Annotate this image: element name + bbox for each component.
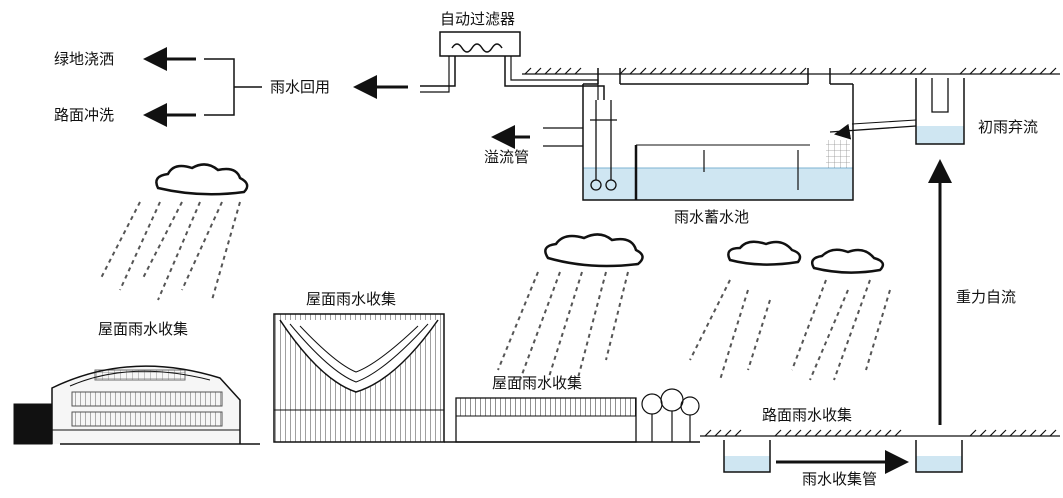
overflow-pipe: [491, 125, 583, 149]
discard-well: [829, 78, 965, 145]
upper-ground: [522, 67, 1060, 75]
building-center: [273, 313, 445, 443]
storage-tank-label: 雨水蓄水池: [674, 208, 750, 226]
green-irrigation-label: 绿地浇洒: [54, 50, 115, 68]
collect-well-right: [915, 440, 963, 473]
storage-tank: [582, 68, 854, 201]
rain-right: [689, 279, 891, 381]
branch-bracket: [143, 47, 262, 127]
roof-collect-right-label: 屋面雨水收集: [492, 374, 583, 392]
rain-reuse-label: 雨水回用: [270, 78, 331, 96]
building-right: [444, 388, 700, 443]
cloud-right-2: [811, 248, 885, 274]
initial-discard-label: 初雨弃流: [978, 118, 1039, 136]
road-washing-label: 路面冲洗: [54, 106, 115, 124]
roof-collect-left-label: 屋面雨水收集: [98, 320, 189, 338]
collect-pipe-label: 雨水收集管: [802, 470, 878, 488]
roof-collect-center-label: 屋面雨水收集: [306, 290, 397, 308]
collect-well-left: [723, 440, 771, 473]
rain-left: [99, 201, 241, 301]
road-collect-label: 路面雨水收集: [762, 406, 853, 424]
cloud-left: [155, 163, 249, 196]
overflow-pipe-label: 溢流管: [484, 148, 530, 166]
auto-filter-label: 自动过滤器: [440, 10, 516, 28]
lower-ground: [700, 429, 1060, 437]
cloud-center: [544, 233, 644, 268]
rain-center: [497, 271, 629, 381]
gravity-flow-label: 重力自流: [956, 288, 1017, 306]
building-left: [13, 365, 260, 445]
auto-filter: [420, 31, 605, 100]
cloud-right-1: [727, 240, 802, 266]
